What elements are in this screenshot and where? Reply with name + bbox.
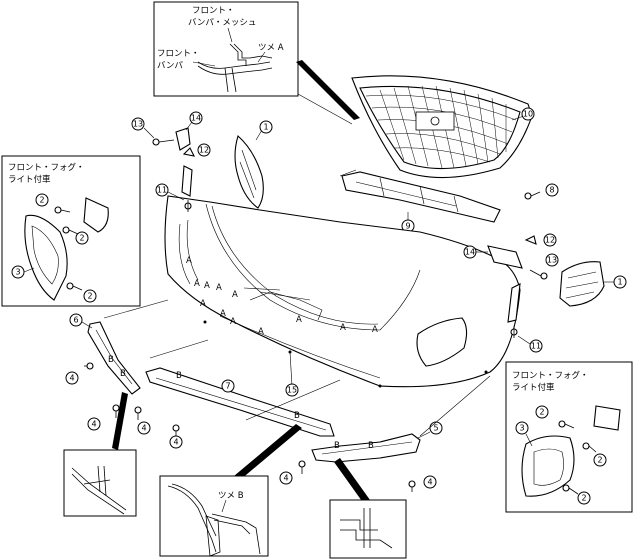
- clip-b-marker-3: B: [176, 371, 182, 381]
- clip-12-left: [182, 147, 195, 157]
- bolt-11-right: [507, 283, 521, 338]
- bolt-11-left: [181, 165, 193, 212]
- bracket-14-left: [175, 127, 191, 151]
- svg-text:A: A: [194, 279, 200, 289]
- fog-left-title-1: フロント・フォグ・: [8, 162, 85, 173]
- callout-1a: 1: [263, 123, 268, 132]
- fog-light-box-right: フロント・フォグ・ ライト付車: [505, 361, 633, 513]
- claw-b-label: ツメ B: [218, 491, 244, 501]
- callout-2c: 2: [87, 292, 92, 301]
- clip-b-marker-1: B: [108, 355, 114, 365]
- callout-2f: 2: [581, 494, 586, 503]
- mesh-label-line1: フロント・: [192, 6, 235, 16]
- fog-left-title-2: ライト付車: [8, 174, 51, 185]
- mesh-label-line2: バンパ・メッシュ: [188, 18, 256, 28]
- left-side-louver: [234, 135, 264, 209]
- detail-box-mesh-claw: フロント・ バンパ・メッシュ フロント・ バンパ ツメ A: [153, 1, 299, 97]
- bolt-8: [524, 191, 541, 200]
- clip-b-marker-5: B: [334, 441, 340, 451]
- clip-b-marker-2: B: [120, 369, 126, 379]
- svg-text:A: A: [296, 315, 302, 325]
- bumper-label-line2: バンパ: [157, 61, 183, 71]
- front-bumper-mesh-grille: [351, 75, 533, 179]
- callout-1b: 1: [617, 278, 622, 287]
- callout-13a: 13: [133, 120, 143, 129]
- callout-4d: 4: [173, 438, 178, 447]
- lower-side-bracket-6: [87, 321, 141, 395]
- callout-14a: 14: [191, 114, 201, 123]
- callout-9: 9: [405, 222, 410, 231]
- callout-10: 10: [523, 110, 533, 119]
- callout-4e: 4: [283, 474, 288, 483]
- callout-8: 8: [549, 186, 554, 195]
- callout-12b: 12: [545, 236, 555, 245]
- callout-5: 5: [433, 424, 438, 433]
- detail-box-lower-left: [63, 449, 137, 517]
- svg-text:A: A: [204, 281, 210, 291]
- svg-text:A: A: [216, 283, 222, 293]
- lower-side-bracket-5: [311, 433, 421, 463]
- right-side-louver: [559, 261, 605, 307]
- front-bumper-cover: [164, 195, 521, 388]
- svg-text:A: A: [230, 317, 236, 327]
- callout-4c: 4: [141, 424, 146, 433]
- callout-2d: 2: [539, 408, 544, 417]
- callout-3a: 3: [15, 268, 20, 277]
- fog-light-box-left: フロント・フォグ・ ライト付車: [1, 155, 141, 307]
- svg-text:A: A: [340, 323, 346, 333]
- lower-spoiler-7: [145, 367, 335, 437]
- callout-14b: 14: [465, 248, 475, 257]
- svg-text:A: A: [232, 290, 238, 300]
- callout-2e: 2: [597, 456, 602, 465]
- callout-2b: 2: [79, 234, 84, 243]
- detail-pointer-top: [296, 60, 360, 120]
- callout-11a: 11: [157, 186, 167, 195]
- callout-6: 6: [73, 316, 78, 325]
- callout-11b: 11: [531, 342, 541, 351]
- callout-7: 7: [225, 382, 230, 391]
- callout-12a: 12: [199, 146, 209, 155]
- svg-text:A: A: [372, 325, 378, 335]
- svg-text:A: A: [258, 327, 264, 337]
- callout-13b: 13: [547, 256, 557, 265]
- detail-pointer-lower-center: [234, 424, 302, 480]
- svg-text:A: A: [220, 309, 226, 319]
- svg-text:A: A: [186, 256, 192, 266]
- callout-2a: 2: [39, 196, 44, 205]
- projection-lines: [103, 93, 491, 437]
- callout-4b: 4: [91, 420, 96, 429]
- claw-a-label: ツメ A: [258, 43, 284, 53]
- clip-b-marker-4: B: [294, 411, 300, 421]
- callout-15: 15: [287, 386, 297, 395]
- detail-pointer-lower-left: [112, 392, 128, 450]
- upper-reinforcement-bracket: [341, 171, 501, 223]
- screw-13-right: [529, 269, 548, 280]
- detail-pointer-lower-right: [334, 458, 370, 504]
- callout-3b: 3: [519, 424, 524, 433]
- fog-right-title-1: フロント・フォグ・: [512, 370, 589, 381]
- bracket-14-right: [487, 245, 523, 269]
- clip-12-right: [524, 235, 537, 245]
- svg-text:A: A: [200, 299, 206, 309]
- detail-box-claw-b: ツメ B: [159, 475, 269, 557]
- clip-b-marker-6: B: [368, 441, 374, 451]
- fog-right-title-2: ライト付車: [512, 382, 555, 393]
- detail-box-lower-right: [329, 499, 407, 559]
- callout-4a: 4: [69, 374, 74, 383]
- clip-a-markers: A A A A A A A A A A A A: [186, 256, 378, 337]
- screw-13-left: [152, 138, 175, 146]
- callout-4f: 4: [427, 478, 432, 487]
- bumper-label-line1: フロント・: [157, 49, 200, 59]
